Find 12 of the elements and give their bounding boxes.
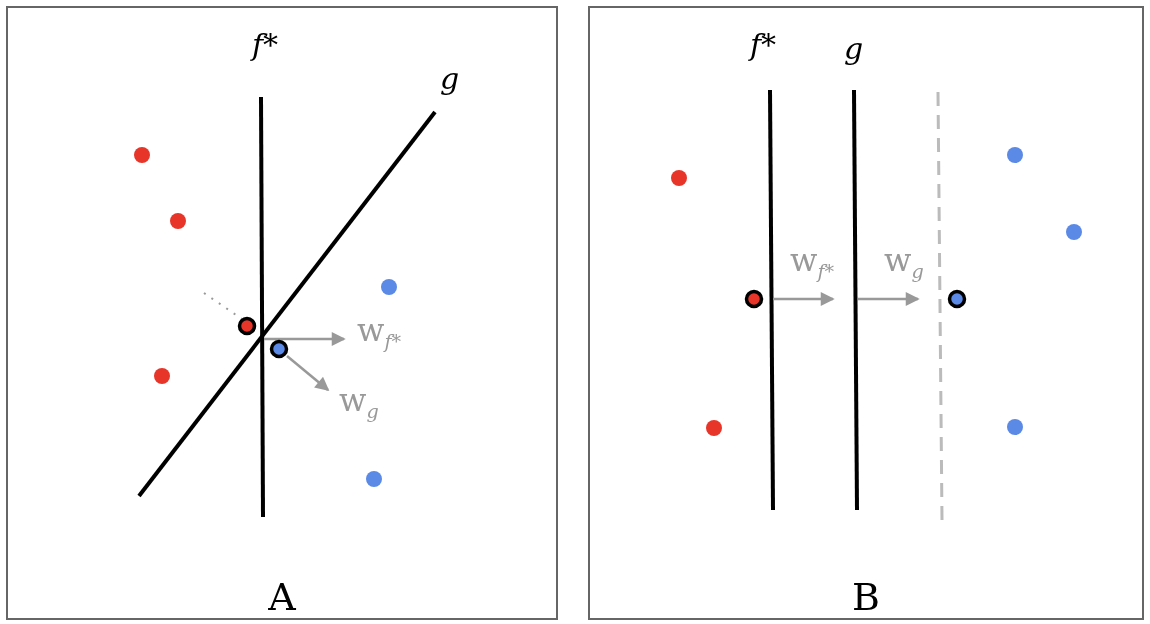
panel-letter: A	[268, 578, 296, 616]
panel-letter: B	[852, 578, 880, 616]
panel-frame	[588, 6, 1144, 620]
vector-label: w$_{f*}$	[790, 244, 835, 282]
vector-label: w$_{g}$	[884, 244, 924, 282]
panel-frame	[6, 6, 558, 620]
line-label: f*	[750, 30, 777, 60]
vector-label: w$_{g}$	[339, 384, 379, 422]
line-label: f*	[252, 30, 279, 60]
line-label: g	[844, 34, 864, 64]
vector-label: w$_{f*}$	[357, 314, 402, 352]
line-label: g	[440, 64, 460, 94]
